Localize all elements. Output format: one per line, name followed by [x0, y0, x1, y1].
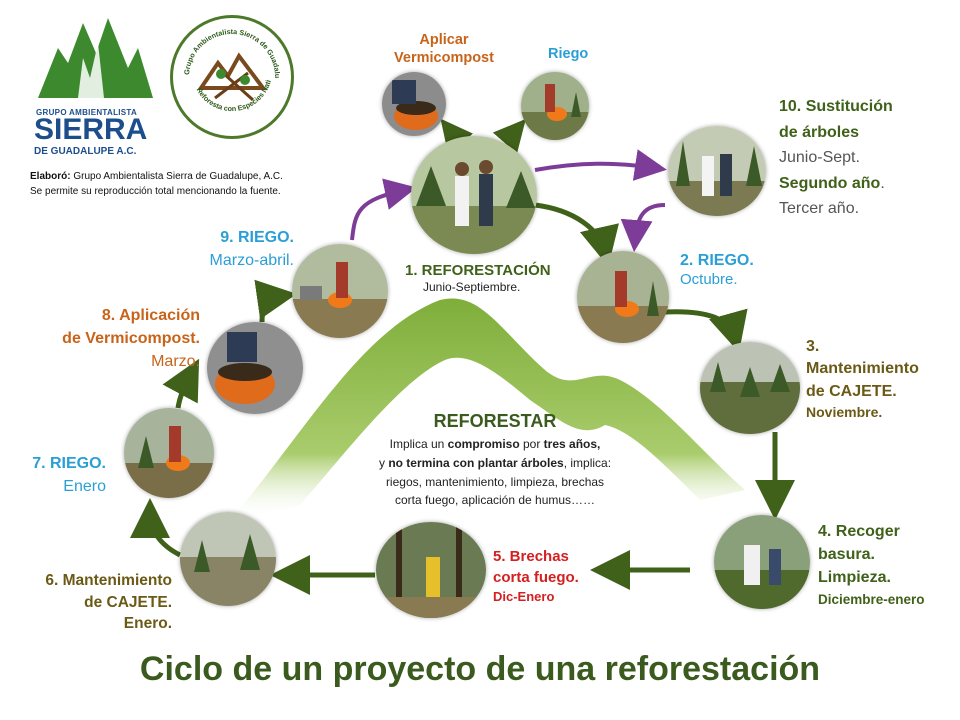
logo-group-text: GRUPO AMBIENTALISTA [36, 108, 138, 117]
sierra-logo: GRUPO AMBIENTALISTA SIERRA DE GUADALUPE … [28, 8, 158, 158]
arrow-7-to-8 [162, 358, 200, 409]
step2-title: 2. RIEGO. [680, 252, 754, 269]
step8-when: Marzo. [151, 353, 200, 371]
label-step-10: 10. Sustitución de árboles Junio-Sept. S… [779, 94, 893, 222]
step3-line1: 3. [806, 338, 820, 355]
step9-title: 9. RIEGO. [220, 229, 294, 246]
label-step-2: 2. RIEGO. Octubre. [680, 251, 754, 289]
photo-recoger-basura [714, 515, 810, 609]
step9-when: Marzo-abril. [209, 252, 294, 270]
reforestar-line2: y no termina con plantar árboles, implic… [378, 455, 612, 470]
step8-line2: de Vermicompost. [62, 330, 200, 348]
photo-riego-top [521, 72, 589, 140]
credit-author: Grupo Ambientalista Sierra de Guadalupe,… [73, 171, 283, 182]
step3-line2: Mantenimiento [806, 360, 919, 378]
step4-line3: Limpieza. [818, 569, 891, 587]
label-step-8: 8. Aplicación de Vermicompost. Marzo. [20, 304, 200, 374]
step4-when: Diciembre-enero [818, 591, 925, 607]
label-step-6: 6. Mantenimiento de CAJETE. Enero. [14, 570, 172, 635]
photo-aplicacion-8 [207, 322, 303, 414]
arrow-2-to-3 [664, 308, 748, 353]
reforestar-heading: REFORESTAR [433, 411, 557, 431]
reforestar-line4: corta fuego, aplicación de humus…… [394, 493, 596, 508]
photo-reforestacion [411, 136, 537, 254]
step10-line1: 10. Sustitución [779, 98, 893, 115]
step1-when: Junio-Septiembre. [423, 280, 521, 295]
reforestar-line1: Implica un compromiso por tres años, [389, 437, 601, 452]
step5-line1: 5. Brechas [493, 548, 569, 565]
arrow-1-to-2 [534, 202, 619, 267]
label-aplicar-vermicompost: Aplicar Vermicompost [384, 32, 504, 67]
credit-note: Se permite su reproducción total mencion… [30, 185, 281, 197]
photo-sustitucion [668, 126, 766, 216]
label-step-9: 9. RIEGO. Marzo-abril. [180, 226, 294, 272]
step8-line1: 8. Aplicación [101, 307, 200, 324]
credit-block: Elaboró: Grupo Ambientalista Sierra de G… [30, 170, 283, 199]
label-step-1: 1. REFORESTACIÓN Junio-Septiembre. [405, 262, 551, 295]
reforestar-line3: riegos, mantenimiento, limpieza, brechas [385, 474, 605, 489]
step5-line2: corta fuego. [493, 569, 579, 586]
seal-icon [197, 52, 267, 102]
logo-guadalupe-text: DE GUADALUPE A.C. [34, 146, 137, 157]
step6-line1: 6. Mantenimiento [45, 572, 172, 589]
arrow-9-to-1 [350, 178, 417, 241]
label-step-3: 3. Mantenimiento de CAJETE. Noviembre. [806, 336, 919, 423]
step10-when2-dot: . [880, 174, 885, 192]
photo-brechas [376, 522, 486, 618]
arrow-8-to-9 [254, 279, 297, 323]
mountain-logo-icon [38, 18, 153, 98]
photo-mantenimiento-3 [700, 342, 800, 434]
step10-when3: Tercer año. [779, 200, 860, 218]
step10-when1: Junio-Sept. [779, 149, 860, 167]
step7-title: 7. RIEGO. [32, 455, 106, 472]
label-step-5: 5. Brechas corta fuego. Dic-Enero [493, 546, 579, 606]
step10-when2: Segundo año [779, 174, 881, 192]
step4-line2: basura. [818, 546, 875, 564]
step5-when: Dic-Enero [493, 589, 555, 604]
mountain-shape [230, 298, 745, 520]
step4-line1: 4. Recoger [818, 523, 900, 540]
step3-when: Noviembre. [806, 404, 883, 421]
arrow-6-to-7 [130, 498, 182, 558]
label-step-7: 7. RIEGO. Enero [22, 452, 106, 498]
step1-title: 1. REFORESTACIÓN [405, 262, 551, 279]
svg-text:Grupo Ambientalista Sierra de: Grupo Ambientalista Sierra de Guadalupe … [173, 18, 282, 78]
aplicar-line1: Aplicar [419, 32, 469, 48]
step6-when: Enero. [123, 615, 172, 633]
photo-mantenimiento-6 [180, 512, 276, 606]
photo-aplicar-vermicompost [382, 72, 446, 136]
arrow-1-to-10 [534, 149, 667, 181]
step2-when: Octubre. [680, 270, 738, 288]
photo-riego-7 [124, 408, 214, 498]
seal-logo: Grupo Ambientalista Sierra de Guadalupe … [170, 15, 294, 139]
credit-label: Elaboró: [30, 171, 71, 182]
label-step-4: 4. Recoger basura. Limpieza. Diciembre-e… [818, 520, 925, 609]
riego-top-line1: Riego [548, 46, 589, 62]
photo-riego-9 [292, 244, 388, 338]
step6-line2: de CAJETE. [84, 593, 172, 611]
aplicar-line2: Vermicompost [394, 49, 494, 66]
photo-riego-2 [577, 251, 669, 343]
reforestar-explanation: REFORESTAR Implica un compromiso por tre… [345, 410, 645, 510]
seal-text: Grupo Ambientalista Sierra de Guadalupe … [173, 18, 282, 113]
arrow-10-to-2 [620, 203, 666, 252]
logo-sierra-text: SIERRA [34, 113, 148, 146]
label-riego-top: Riego [548, 46, 588, 64]
page-title: Ciclo de un proyecto de una reforestació… [139, 650, 821, 688]
arrow-1-to-riego [492, 118, 526, 154]
seal-top-text: Grupo Ambientalista Sierra de Guadalupe … [173, 18, 282, 78]
step7-when: Enero [63, 478, 106, 496]
step10-line2: de árboles [779, 123, 860, 141]
step3-line3: de CAJETE. [806, 382, 897, 400]
